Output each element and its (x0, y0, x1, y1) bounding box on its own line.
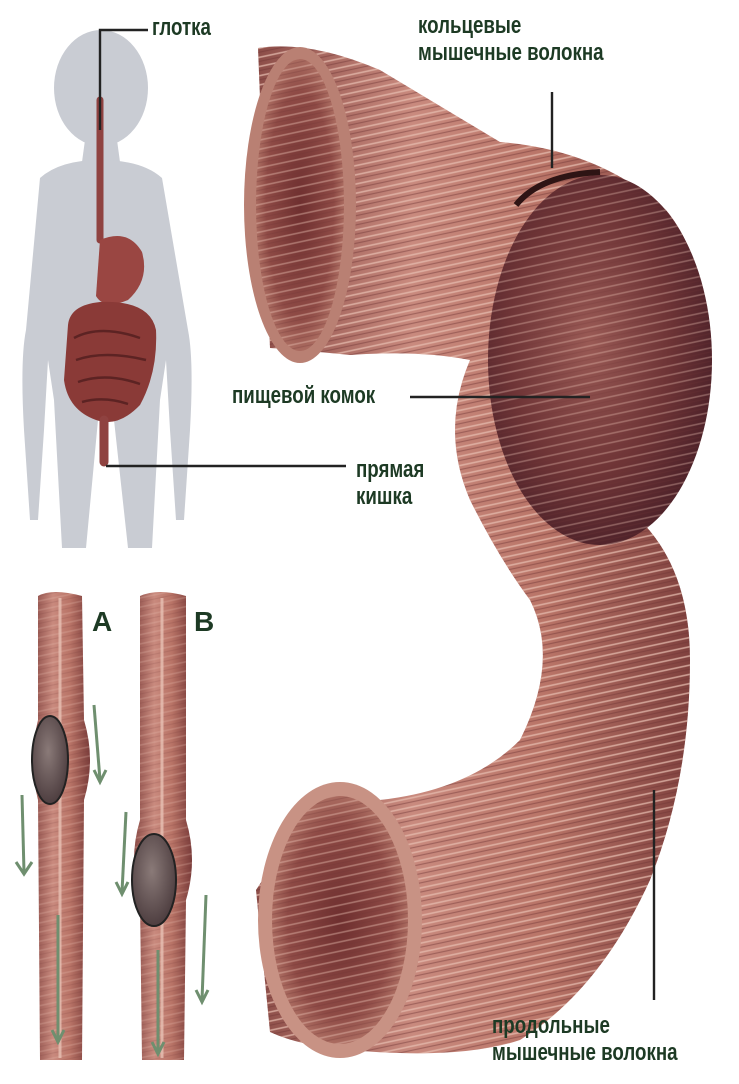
label-stage-a: А (92, 606, 112, 638)
label-longitudinal-fibers-line2: мышечные волокна (492, 1039, 678, 1066)
label-pharynx: глотка (152, 14, 211, 41)
label-circular-fibers-line2: мышечные волокна (418, 39, 604, 66)
label-stage-b: В (194, 606, 214, 638)
label-rectum-line2: кишка (356, 483, 424, 510)
label-food-bolus-text: пищевой комок (232, 382, 375, 409)
label-pharynx-text: глотка (152, 14, 211, 41)
label-longitudinal-fibers-line1: продольные (492, 1012, 678, 1039)
tube-a (16, 592, 106, 1060)
label-rectum-line1: прямая (356, 456, 424, 483)
label-food-bolus: пищевой комок (232, 382, 375, 409)
label-circular-fibers-line1: кольцевые (418, 12, 604, 39)
tube-b (116, 592, 208, 1060)
label-longitudinal-fibers: продольные мышечные волокна (492, 1012, 678, 1066)
label-circular-fibers: кольцевые мышечные волокна (418, 12, 604, 66)
label-rectum: прямая кишка (356, 456, 424, 510)
intestine-tube (244, 46, 712, 1058)
